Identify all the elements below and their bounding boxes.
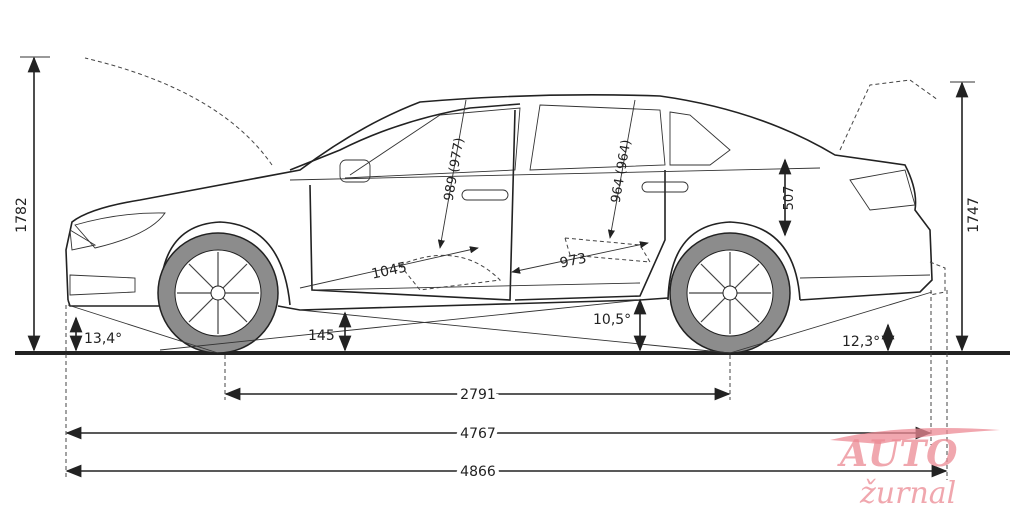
length-label: 4767 (460, 426, 496, 442)
rear-legroom-label: 973 (558, 250, 587, 271)
rear-seat-height-label: 507 (782, 186, 797, 211)
rear-headroom-label: 964 (964) (609, 139, 635, 205)
ground-clearance-label: 145 (308, 328, 335, 344)
rear-legroom-line (511, 241, 649, 274)
wheelbase-label: 2791 (460, 387, 496, 403)
approach-angle-label: 13,4° (84, 331, 122, 347)
departure-angle-label: 12,3° (842, 334, 880, 350)
logo-line1: AUTO (837, 433, 958, 475)
logo-line2: žurnal (859, 476, 956, 510)
rear-height-label: 1747 (966, 197, 982, 233)
front-legroom-line (299, 246, 479, 289)
rear-headroom-line (607, 99, 636, 239)
angle-lines (67, 291, 933, 354)
ramp-angle-label: 10,5° (593, 312, 631, 328)
front-wheel (157, 232, 279, 354)
rear-wheel (669, 232, 791, 354)
front-headroom-line (437, 99, 467, 249)
front-legroom-label: 1045 (370, 260, 408, 283)
front-headroom-label: 989 (977) (442, 137, 468, 203)
front-height-label: 1782 (14, 197, 30, 233)
auto-zurnal-logo: AUTO žurnal (830, 427, 1000, 510)
car-outline (65, 57, 946, 311)
overall-length-label: 4866 (460, 464, 496, 480)
